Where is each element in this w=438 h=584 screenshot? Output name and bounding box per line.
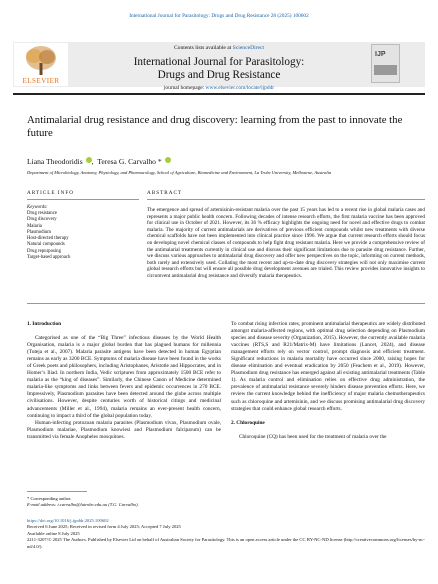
section-heading: 2. Chloroquine — [231, 419, 265, 426]
left-column: 1. Introduction Categorised as one of th… — [27, 321, 221, 441]
right-column: To combat rising infection rates, promin… — [231, 321, 425, 441]
footnote-rule — [27, 491, 87, 492]
footnotes: * Corresponding author. E-mail address: … — [27, 496, 425, 509]
received-dates: Received 6 June 2025; Received in revise… — [27, 524, 181, 530]
header-rule — [13, 93, 425, 95]
email-note[interactable]: E-mail address: t.carvalho@latrobe.edu.a… — [27, 502, 139, 508]
paragraph: To combat rising infection rates, promin… — [231, 321, 425, 412]
elsevier-tree-logo: ELSEVIER — [14, 43, 68, 86]
paragraph: Chloroquine (CQ) has been used for the t… — [239, 433, 387, 440]
abstract-rule — [147, 199, 425, 200]
corresponding-note: * Corresponding author. — [27, 496, 72, 501]
journal-cover-logo: IJP — [371, 44, 400, 83]
sciencedirect-link[interactable]: ScienceDirect — [232, 45, 265, 51]
keyword-list: Drug resistance Drug discovery Malaria P… — [27, 211, 70, 261]
abstract-text: The emergence and spread of artemisinin-… — [147, 207, 425, 279]
publication-info: https://doi.org/10.1016/j.ijpddr.2025.10… — [27, 518, 425, 550]
paragraph: Categorised as one of the “Big Three” in… — [27, 335, 221, 419]
author-1[interactable]: Liana Theodoridis — [27, 157, 83, 166]
orcid-icon[interactable] — [164, 157, 171, 163]
doi-link[interactable]: https://doi.org/10.1016/j.ijpddr.2025.10… — [27, 518, 109, 523]
orcid-icon[interactable] — [85, 157, 92, 163]
abstract-heading: ABSTRACT — [147, 190, 183, 196]
journal-title: International Journal for Parasitology: … — [133, 56, 305, 81]
info-rule — [27, 199, 139, 200]
journal-header-box — [13, 42, 425, 87]
license-text[interactable]: 2211-3207/© 2025 The Authors. Published … — [27, 537, 425, 549]
keywords-title: Keywords: — [27, 205, 48, 210]
paragraph: Human-infecting protozoan malaria parasi… — [27, 419, 221, 440]
keyword: Drug repurposing — [27, 248, 61, 254]
keyword: Target-based approach — [27, 255, 71, 261]
keyword: Plasmodium — [27, 229, 51, 235]
journal-citation[interactable]: International Journal for Parasitology: … — [129, 13, 309, 19]
journal-logo-text: IJP — [375, 51, 386, 58]
author-2[interactable]: Teresa G. Carvalho * — [97, 157, 162, 166]
author-list: Liana Theodoridis , Teresa G. Carvalho * — [27, 157, 171, 166]
article-info-heading: ARTICLE INFO — [27, 190, 74, 196]
contents-line: Contents lists available at ScienceDirec… — [173, 45, 265, 51]
keyword: Drug discovery — [27, 217, 57, 223]
keyword: Malaria — [27, 223, 42, 229]
section-heading: 1. Introduction — [27, 321, 62, 327]
online-date: Available online 8 July 2025 — [27, 530, 80, 536]
elsevier-wordmark: ELSEVIER — [22, 77, 59, 85]
keyword: Host-directed therapy — [27, 236, 69, 242]
homepage-link[interactable]: www.elsevier.com/locate/ijpddr — [205, 85, 275, 91]
affiliation: Department of Microbiology, Anatomy, Phy… — [27, 170, 332, 175]
keyword: Natural compounds — [27, 242, 65, 248]
journal-homepage: journal homepage: www.elsevier.com/locat… — [163, 85, 275, 91]
keyword: Drug resistance — [27, 211, 57, 216]
article-title: Antimalarial drug resistance and drug di… — [27, 114, 403, 139]
abstract-bottom-rule — [27, 303, 425, 304]
